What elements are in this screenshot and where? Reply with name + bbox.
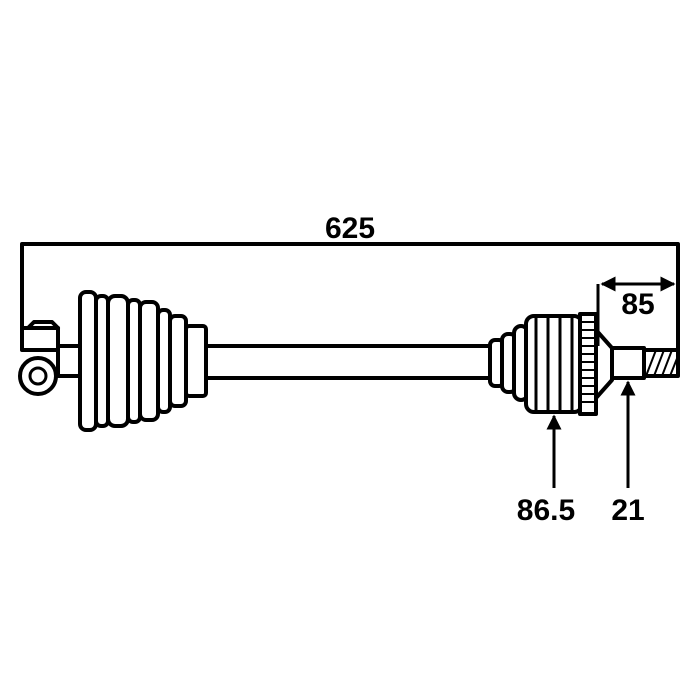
inner-cv-boot [78, 290, 208, 432]
overall-length-label: 625 [325, 212, 375, 245]
spline-length-dimension [596, 276, 676, 346]
boot-diameter-label: 86.5 [517, 494, 575, 527]
splined-end [642, 348, 680, 378]
inner-joint-mount [18, 320, 84, 396]
spline-length-label: 85 [621, 288, 654, 321]
overall-length-dimension-line [20, 242, 680, 350]
shaft-diameter-label: 21 [611, 494, 644, 527]
stub-axle [610, 346, 646, 380]
outer-cv-boot [488, 314, 584, 414]
drive-shaft-bar [204, 344, 494, 380]
abs-ring [578, 312, 598, 416]
